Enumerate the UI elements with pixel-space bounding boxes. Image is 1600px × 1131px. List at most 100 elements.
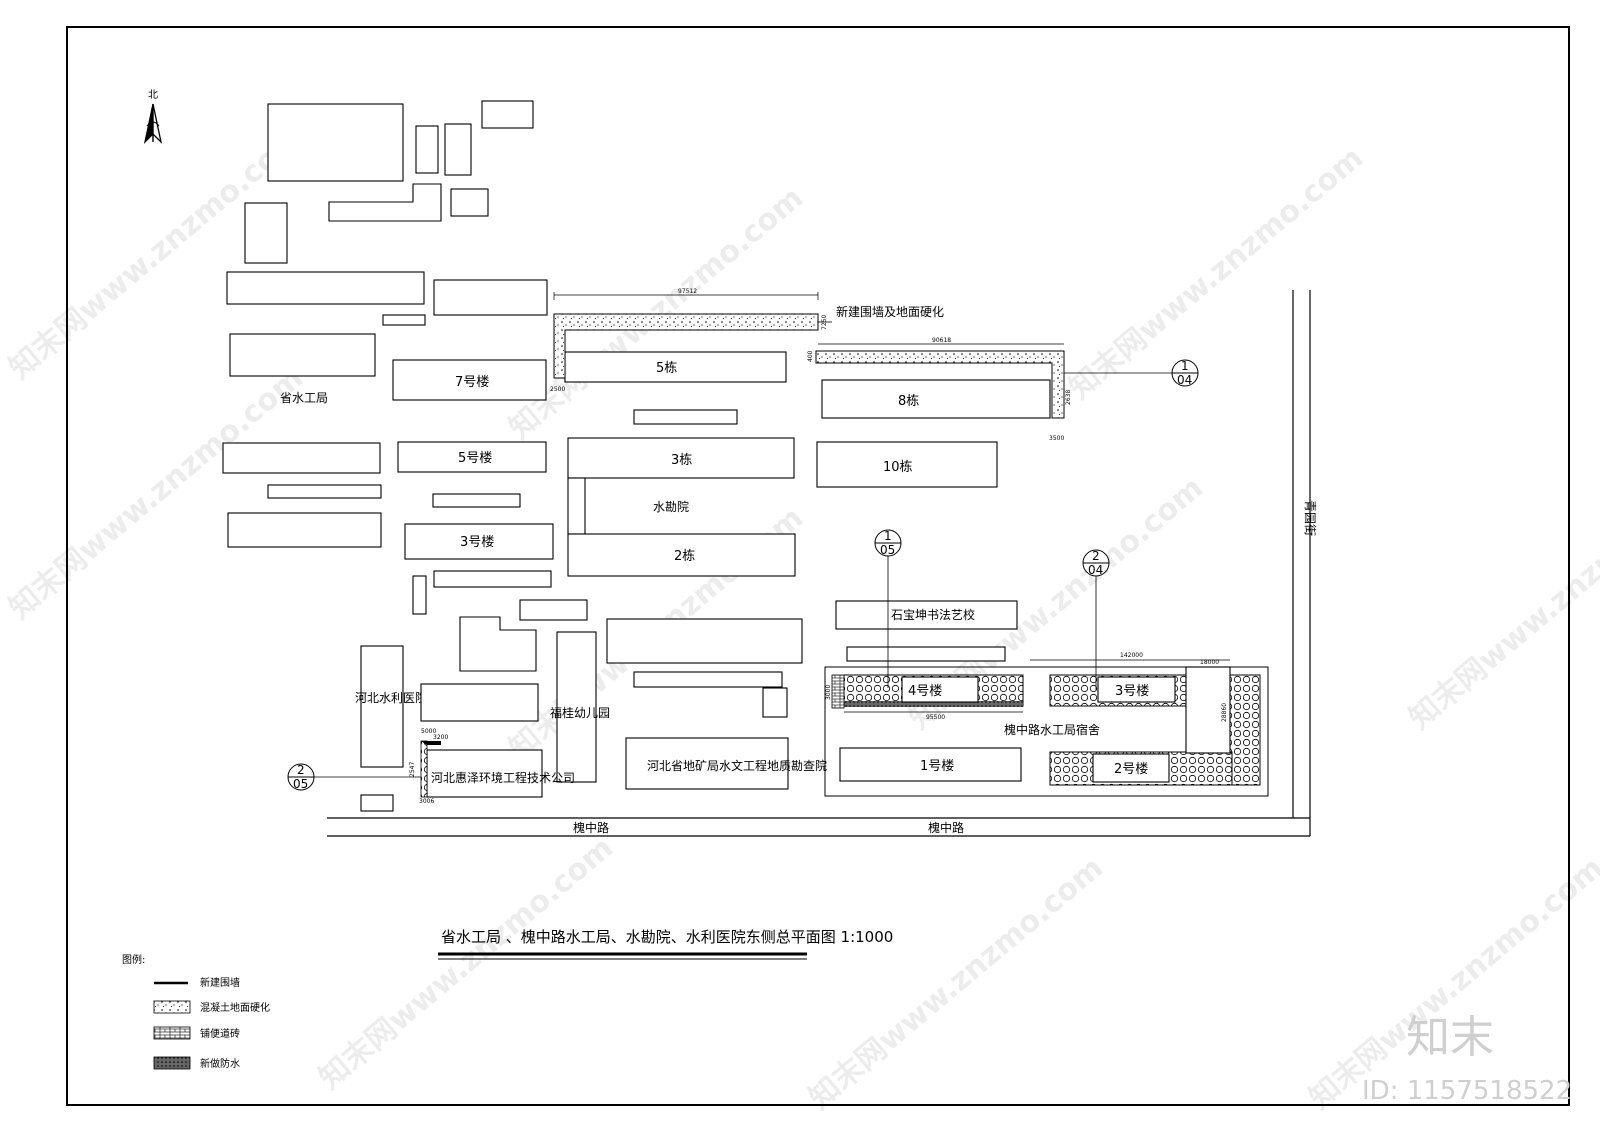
- label-road-huaizhong-west: 槐中路: [573, 820, 609, 835]
- legend-label-wall: 新建围墙: [200, 976, 240, 989]
- building-3-lou-dorm: [1097, 676, 1176, 703]
- building: [382, 314, 426, 326]
- drawing-path: [421, 741, 441, 745]
- drawing-label: 05: [880, 543, 895, 557]
- label-huaizhong-dorm: 槐中路水工局宿舍: [1004, 722, 1100, 737]
- building-3-lou: [404, 523, 554, 560]
- building: [633, 409, 738, 425]
- building: [267, 103, 404, 182]
- building: [481, 100, 534, 129]
- drawing-path: [553, 313, 819, 379]
- drawing-label: 2: [1092, 549, 1100, 563]
- drawing-label: 2500: [550, 386, 565, 393]
- building: [227, 512, 382, 548]
- legend-label-waterproof: 新做防水: [200, 1057, 240, 1070]
- watermark-layer: 知末网www.znzmo.com 知末网www.znzmo.com 知末网www…: [3, 120, 1600, 1116]
- legend-label-concrete: 混凝土地面硬化: [200, 1001, 270, 1014]
- building: [244, 202, 288, 264]
- label-fugui-youeryuan: 福桂幼儿园: [550, 705, 610, 720]
- drawing-label: 1: [884, 529, 892, 543]
- drawing-label: 04: [1177, 373, 1192, 387]
- buildings-southwest: 河北水利医院 福桂幼儿园 河北惠泽环境工程技术公司 河北省地矿局水文工程地质勘查…: [355, 631, 827, 812]
- legend-swatch-concrete: [153, 1000, 191, 1014]
- building-shibaokun: [835, 600, 1018, 630]
- label-huize: 河北惠泽环境工程技术公司: [431, 770, 575, 785]
- building: [606, 618, 803, 664]
- building-2-dong: [567, 533, 796, 577]
- legend-heading: 图例:: [122, 953, 145, 966]
- drawing-label: 142000: [1120, 652, 1143, 659]
- building: [229, 333, 376, 377]
- label-shuikanyuan: 水勘院: [653, 500, 689, 514]
- drawing-label: 1: [1181, 359, 1189, 373]
- building: [222, 442, 381, 474]
- building: [360, 794, 394, 812]
- drawing-label: 3006: [419, 798, 434, 805]
- label-new-wall: 新建围墙及地面硬化: [836, 304, 944, 319]
- drawing-frame: [66, 26, 1570, 1106]
- building: [267, 484, 382, 499]
- callout-2-04: 2 04: [1082, 549, 1110, 690]
- building: [433, 279, 548, 316]
- title-text: 省水工局 、槐中路水工局、水勘院、水利医院东侧总平面图 1:1000: [441, 928, 893, 946]
- drawing-label: 18000: [1200, 659, 1219, 666]
- building-5-dong: [564, 351, 787, 383]
- building-3-dong: [567, 437, 795, 479]
- buildings-west: 省水工局 7号楼 5号楼 3号楼: [222, 271, 554, 615]
- drawing-label: 90618: [932, 337, 951, 344]
- label-road-east-street: 青园街: [1303, 500, 1317, 536]
- drawing-label: 05: [293, 777, 308, 791]
- label-5-lou: 5号楼: [458, 451, 492, 466]
- label-3-lou: 3号楼: [460, 535, 494, 550]
- label-1-lou: 1号楼: [920, 759, 954, 774]
- legend-label-brick: 铺便道砖: [200, 1027, 240, 1040]
- drawing-label: 知末网www.znzmo.com: [803, 850, 1110, 1116]
- building-7-lou: [392, 359, 547, 401]
- building-2-lou-dorm: [1092, 753, 1170, 783]
- label-sheng-shuigongju: 省水工局: [280, 391, 328, 405]
- label-3-dong: 3栋: [671, 452, 692, 468]
- drawing-label: 2638: [1065, 390, 1072, 405]
- label-3-lou-dorm: 3号楼: [1115, 684, 1149, 699]
- brand-logo: 知末: [1406, 1012, 1494, 1063]
- drawing-rect: [1229, 674, 1261, 786]
- drawing-label: 知末网www.znzmo.com: [503, 180, 810, 446]
- drawing-label: 2: [297, 763, 305, 777]
- callout-1-04: 1 04: [1064, 359, 1199, 387]
- building: [328, 183, 442, 222]
- drawing-label: 5000: [421, 728, 436, 735]
- building: [519, 599, 588, 621]
- building-8-dong: [821, 379, 1051, 419]
- building: [846, 646, 1006, 662]
- building-5-lou: [397, 441, 547, 473]
- building-1-lou: [839, 747, 1022, 782]
- drawing-label: 95500: [926, 714, 945, 721]
- drawing-rect: [824, 666, 1269, 797]
- building-10-dong: [816, 441, 998, 488]
- huaizhong-dormitory: 4号楼 3号楼 2号楼 1号楼 槐中路水工局宿舍 142000 18000 28…: [824, 652, 1269, 797]
- building: [415, 125, 439, 174]
- drawing-label: 28860: [1221, 703, 1228, 722]
- buildings-shuikanyuan: 5栋 3栋 水勘院 2栋: [459, 351, 803, 688]
- drawing-label: 04: [1088, 563, 1103, 577]
- building: [226, 271, 425, 305]
- label-shibaokun: 石宝坤书法艺校: [891, 607, 975, 622]
- drawing-rect: [844, 701, 1023, 707]
- drawing-rect: [420, 740, 428, 798]
- callout-1-05: 1 05: [874, 529, 902, 688]
- drawing-label: 97512: [678, 288, 697, 295]
- label-4-lou: 4号楼: [908, 684, 942, 699]
- callout-2-05: 2 05: [287, 763, 421, 791]
- building: [450, 188, 489, 217]
- buildings-east: 8栋 10栋 石宝坤书法艺校: [816, 379, 1051, 662]
- building: [412, 575, 427, 615]
- label-road-huaizhong-east: 槐中路: [928, 820, 964, 835]
- building-fugui-youeryuan: [556, 631, 597, 783]
- drawing-path: [146, 121, 160, 127]
- label-8-dong: 8栋: [898, 393, 919, 409]
- building: [633, 671, 783, 688]
- roads: 槐中路 槐中路 青园街: [327, 290, 1317, 837]
- building: [444, 123, 472, 176]
- building: [459, 616, 537, 672]
